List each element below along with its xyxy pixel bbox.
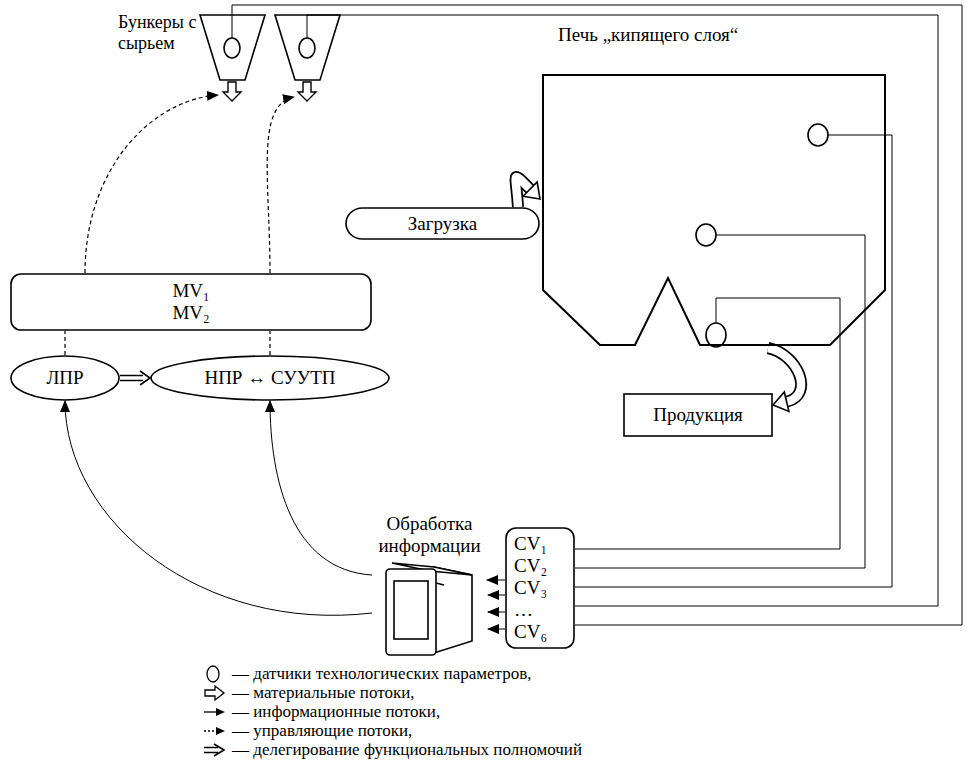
- furnace-node: Печь „кипящего слоя“: [540, 18, 890, 348]
- hopper-label: Бункеры с сырьем: [118, 12, 200, 54]
- legend-text: — датчики технологических параметров,: [232, 664, 531, 684]
- furnace-outline: [543, 75, 885, 345]
- node-text: CV₂: [514, 555, 547, 577]
- connector: [487, 580, 505, 581]
- box-outline: [11, 274, 371, 330]
- sensor-wire: [575, 235, 865, 568]
- material-flow-head: [773, 392, 789, 411]
- node-text: CV₁: [514, 533, 547, 555]
- legend-row: — датчики технологических параметров,: [202, 664, 531, 683]
- control-lines: [85, 95, 294, 273]
- connector: [120, 371, 150, 385]
- sensor-wire: [575, 298, 840, 549]
- connector: [65, 401, 372, 615]
- info-processing-node: Обработка информации: [372, 513, 487, 658]
- sensor-circle: [706, 323, 726, 347]
- connector: [270, 401, 372, 575]
- material-arrow: [298, 82, 316, 101]
- node-text: Печь „кипящего слоя“: [558, 24, 738, 46]
- legend-text: — информационные потоки,: [232, 702, 440, 722]
- monitor-side: [434, 567, 472, 653]
- sensor-circle: [696, 224, 716, 246]
- node-text: …: [514, 599, 533, 621]
- monitor-outline: [372, 513, 487, 658]
- info-flow-symbol: [204, 711, 218, 712]
- info-arrow: [270, 401, 372, 575]
- hopper-group: [200, 15, 340, 80]
- node-text: CV₆: [514, 621, 547, 643]
- material-arrow: [223, 82, 241, 101]
- control-flow-symbol: [204, 730, 218, 731]
- legend-symbol: [202, 684, 228, 702]
- node-text: Обработка информации: [372, 513, 487, 557]
- legend-text: — управляющие потоки,: [232, 721, 412, 741]
- info-arrows: [488, 595, 505, 629]
- sensor-circle: [299, 38, 315, 58]
- delegation-symbol: [204, 744, 224, 756]
- connector: [516, 177, 540, 207]
- sensor-circle: [808, 124, 828, 146]
- manipulated-vars-box: MV₁MV₂: [10, 273, 372, 331]
- node-text: НПР ↔ СУУТП: [204, 367, 335, 389]
- controlled-vars-box: CV₁CV₂CV₃…CV₆: [505, 527, 575, 649]
- legend-symbol: [202, 665, 228, 683]
- control-system-ellipse: НПР ↔ СУУТП: [150, 355, 390, 401]
- control-arrow: [267, 97, 294, 273]
- node-text: MV₂: [172, 302, 209, 324]
- hopper-outlets: [223, 82, 316, 101]
- node-text: MV₁: [172, 280, 209, 302]
- material-flow-head: [523, 182, 540, 199]
- node-text: Загрузка: [408, 213, 477, 235]
- product-box: Продукция: [623, 393, 773, 437]
- box-outline: [506, 528, 574, 648]
- info-arrow: [488, 595, 505, 596]
- connector: [270, 331, 271, 355]
- loading-box: Загрузка: [345, 207, 540, 240]
- node-text: CV₃: [514, 577, 547, 599]
- info-flow-head: [216, 708, 225, 716]
- sensor-symbol: [207, 666, 219, 682]
- monitor-screen: [394, 581, 428, 639]
- legend-row: — информационные потоки,: [202, 702, 440, 721]
- connector: [65, 331, 66, 355]
- ellipse-outline: [11, 356, 119, 400]
- info-arrow: [488, 612, 505, 613]
- sensor-wire: [307, 15, 938, 606]
- monitor-detail: [436, 583, 444, 585]
- info-arrow: [65, 401, 372, 615]
- furnace-outline: [540, 18, 890, 348]
- decision-maker-ellipse: ЛПР: [10, 355, 120, 401]
- sensor-circle: [224, 38, 240, 58]
- legend-text: — материальные потоки,: [232, 683, 415, 703]
- info-arrow: [487, 580, 505, 581]
- legend-text: — делегирование функциональных полномочи…: [232, 740, 582, 760]
- sensor-wire: [575, 135, 892, 587]
- connector: [768, 348, 801, 411]
- delegation-lines: [120, 376, 143, 381]
- furnace-sensors: [696, 124, 828, 347]
- material-flow-symbol: [205, 686, 224, 700]
- box-outline: [346, 208, 539, 239]
- delegation-head: [140, 371, 150, 385]
- control-line: [269, 331, 270, 355]
- legend-row: — делегирование функциональных полномочи…: [202, 740, 582, 759]
- monitor-icon: [386, 563, 472, 655]
- control-arrow: [85, 95, 218, 273]
- control-line: [64, 331, 65, 355]
- control-flow-head: [216, 727, 225, 735]
- node-text: Продукция: [653, 404, 743, 426]
- legend-symbol: [202, 703, 228, 721]
- info-arrow: [488, 629, 505, 630]
- ellipse-outline: [151, 356, 389, 400]
- legend-row: — управляющие потоки,: [202, 721, 412, 740]
- node-text: ЛПР: [46, 367, 83, 389]
- box-outline: [624, 394, 772, 436]
- legend-symbol: [202, 741, 228, 759]
- legend-symbol: [202, 722, 228, 740]
- legend-row: — материальные потоки,: [202, 683, 415, 702]
- monitor-front: [386, 569, 436, 655]
